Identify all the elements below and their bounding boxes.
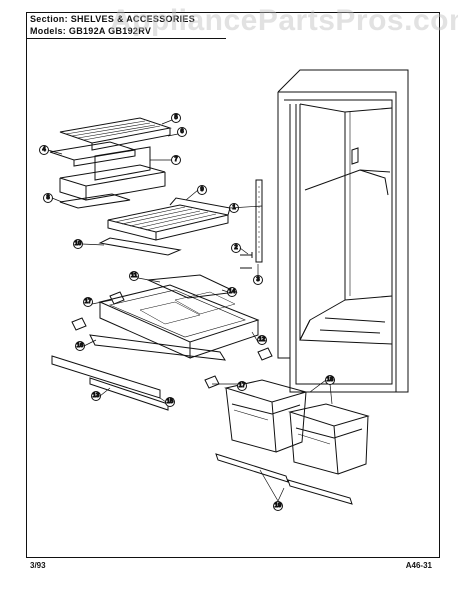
section-title: Section: SHELVES & ACCESSORIES — [30, 14, 196, 24]
svg-text:18: 18 — [327, 377, 334, 383]
callout-12: 12 — [257, 335, 267, 345]
footer-page-code: A46-31 — [405, 561, 432, 570]
svg-text:7: 7 — [174, 157, 178, 163]
svg-text:17: 17 — [85, 299, 92, 305]
callout-3: 3 — [253, 275, 263, 285]
callout-19: 19 — [273, 501, 283, 511]
diagram-frame — [26, 12, 440, 558]
models-line: Models: GB192A GB192RV — [30, 26, 152, 36]
svg-text:4: 4 — [42, 147, 46, 153]
svg-text:5: 5 — [174, 115, 178, 121]
svg-text:19: 19 — [275, 503, 282, 509]
callout-2: 2 — [231, 243, 241, 253]
callout-11: 11 — [129, 271, 139, 281]
svg-text:2: 2 — [234, 245, 238, 251]
middle-shelf — [98, 197, 231, 256]
callout-4: 4 — [39, 145, 49, 155]
svg-text:15: 15 — [167, 399, 174, 405]
footer-date: 3/93 — [30, 561, 46, 570]
callout-16: 16 — [75, 341, 85, 351]
svg-text:11: 11 — [131, 273, 138, 279]
svg-text:17: 17 — [239, 383, 246, 389]
svg-text:9: 9 — [200, 187, 204, 193]
callout-18: 18 — [325, 375, 335, 385]
callout-9: 9 — [197, 185, 207, 195]
svg-text:13: 13 — [93, 393, 100, 399]
callout-7: 7 — [171, 155, 181, 165]
shelf-support-bracket — [240, 179, 263, 269]
callout-8: 8 — [43, 193, 53, 203]
callout-10: 10 — [73, 239, 83, 249]
header-rule — [26, 38, 226, 39]
callout-13: 13 — [91, 391, 101, 401]
callout-5: 5 — [171, 113, 181, 123]
svg-text:12: 12 — [259, 337, 266, 343]
svg-text:6: 6 — [180, 129, 184, 135]
crisper-drawers — [215, 379, 370, 505]
svg-text:14: 14 — [229, 289, 236, 295]
svg-text:16: 16 — [77, 343, 84, 349]
refrigerator-cabinet — [277, 69, 409, 393]
svg-text:3: 3 — [256, 277, 260, 283]
svg-text:10: 10 — [75, 241, 82, 247]
callout-17a: 17 — [83, 297, 93, 307]
callout-15a: 15 — [165, 397, 175, 407]
callout-17b: 17 — [237, 381, 247, 391]
upper-shelf-assembly — [49, 117, 172, 209]
callout-14: 14 — [227, 287, 237, 297]
callout-6: 6 — [177, 127, 187, 137]
svg-text:8: 8 — [46, 195, 50, 201]
